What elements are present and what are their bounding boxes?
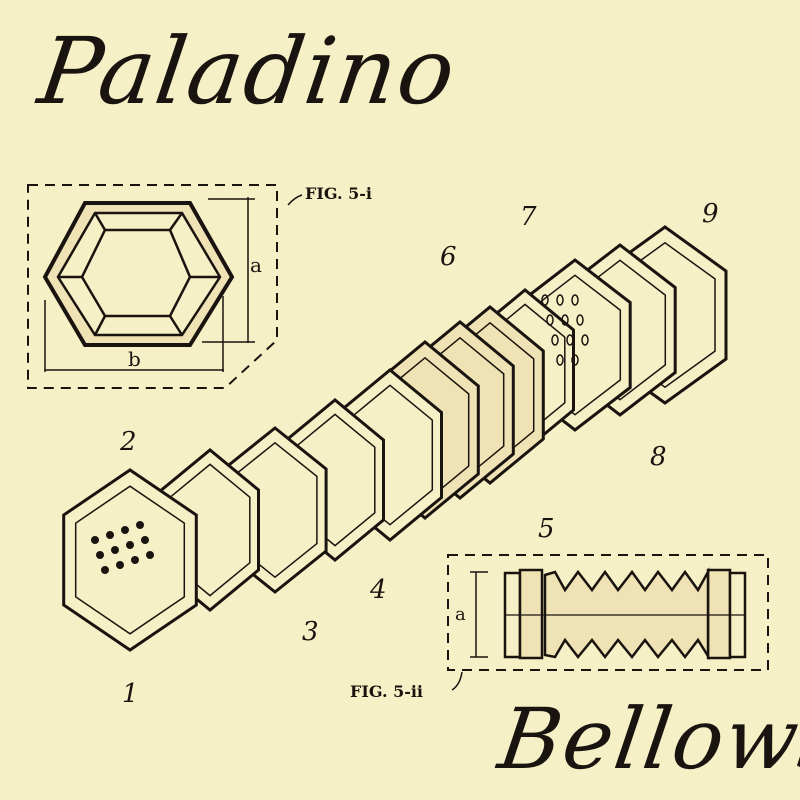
button-icon xyxy=(131,556,139,564)
pad-hole-icon xyxy=(541,294,549,306)
part-number-2: 2 xyxy=(119,427,137,457)
fig-5-ii xyxy=(447,554,769,691)
button-icon xyxy=(136,521,144,529)
pad-hole-icon xyxy=(571,354,579,366)
pad-hole-icon xyxy=(571,294,579,306)
fig1-label: FIG. 5-i xyxy=(305,184,372,203)
pad-hole-icon xyxy=(561,314,569,326)
part-number-7: 7 xyxy=(520,202,537,232)
part-number-3: 3 xyxy=(302,617,319,647)
fig-5-i xyxy=(27,184,303,389)
button-icon xyxy=(141,536,149,544)
part-number-1: 1 xyxy=(122,679,139,709)
pad-hole-icon xyxy=(576,314,584,326)
pad-hole-icon xyxy=(546,314,554,326)
end-plate-1-inner-edge xyxy=(74,485,186,635)
button-icon xyxy=(146,551,154,559)
part-number-5: 5 xyxy=(538,514,555,544)
end-plate-1 xyxy=(62,468,198,652)
button-icon xyxy=(96,551,104,559)
button-icon xyxy=(91,536,99,544)
exploded-concertina xyxy=(62,225,728,652)
pad-hole-icon xyxy=(556,354,564,366)
button-icon xyxy=(126,541,134,549)
fig2-label: FIG. 5-ii xyxy=(350,682,423,701)
fig1-dim-b: b xyxy=(128,347,141,371)
button-icon xyxy=(121,526,129,534)
button-icon xyxy=(101,566,109,574)
fig1-dim-a: a xyxy=(250,253,262,277)
pad-hole-icon xyxy=(556,294,564,306)
part-number-6: 6 xyxy=(440,242,457,272)
pad-hole-icon xyxy=(551,334,559,346)
button-icon xyxy=(106,531,114,539)
fig2-dim-a: a xyxy=(455,604,466,625)
pad-hole-icon xyxy=(581,334,589,346)
part-number-8: 8 xyxy=(650,442,667,472)
part-number-4: 4 xyxy=(369,575,387,605)
pad-hole-icon xyxy=(566,334,574,346)
part-number-9: 9 xyxy=(702,199,719,229)
button-icon xyxy=(116,561,124,569)
button-icon xyxy=(111,546,119,554)
